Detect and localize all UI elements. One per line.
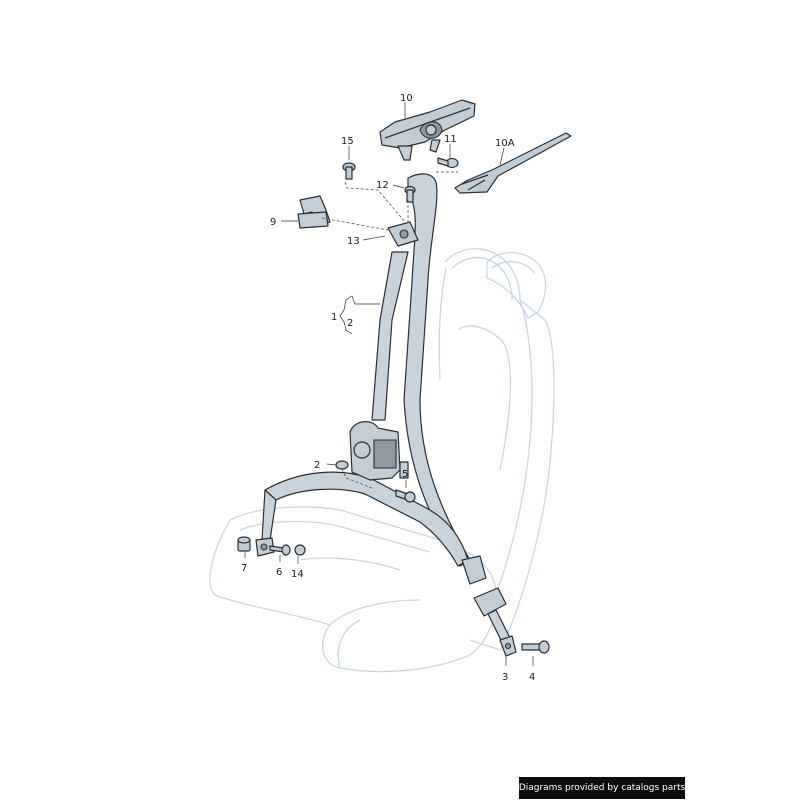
callout-4: 4 [529, 672, 535, 683]
callout-2-upper: 2 [347, 318, 353, 329]
callout-3: 3 [502, 672, 508, 683]
callout-12: 12 [376, 180, 389, 191]
callout-15: 15 [341, 136, 354, 147]
belt-latch-plate [461, 555, 487, 585]
callout-7: 7 [241, 563, 247, 574]
callout-14: 14 [291, 569, 304, 580]
callout-10a: 10A [495, 138, 515, 149]
part-12-bolt [404, 185, 416, 203]
part-9-clip [297, 195, 331, 229]
callout-labels: 10 15 11 10A 12 9 13 1 2 2 5 7 6 14 3 4 [241, 93, 535, 683]
credit-text: Diagrams provided by catalogs parts [518, 783, 686, 793]
callout-5: 5 [402, 469, 408, 480]
part-7-spacer [237, 536, 251, 552]
retractor [349, 421, 409, 481]
part-2-cap [335, 460, 349, 470]
part-4-bolt [521, 640, 550, 654]
part-10a-belt-guide [454, 132, 572, 194]
part-10-height-adjuster [379, 99, 476, 161]
part-15-bolt [342, 162, 356, 180]
callout-13: 13 [347, 236, 360, 247]
belt-webbing [261, 173, 471, 567]
part-11-bolt [437, 157, 459, 169]
seat-outline [209, 248, 555, 673]
callout-1: 1 [331, 312, 337, 323]
part-13-d-ring [387, 221, 419, 247]
part-5-bolt [395, 489, 416, 503]
part-3-buckle [473, 587, 517, 657]
leader-lines [244, 102, 534, 666]
lower-anchor-plate [255, 537, 275, 557]
callout-10: 10 [400, 93, 413, 104]
callout-6: 6 [276, 567, 282, 578]
credit-banner: Diagrams provided by catalogs parts [519, 777, 685, 799]
callout-2-lower: 2 [314, 460, 320, 471]
callout-9: 9 [270, 217, 276, 228]
part-14-cover [294, 544, 306, 556]
callout-11: 11 [444, 134, 457, 145]
part-6-bolt [269, 544, 291, 556]
